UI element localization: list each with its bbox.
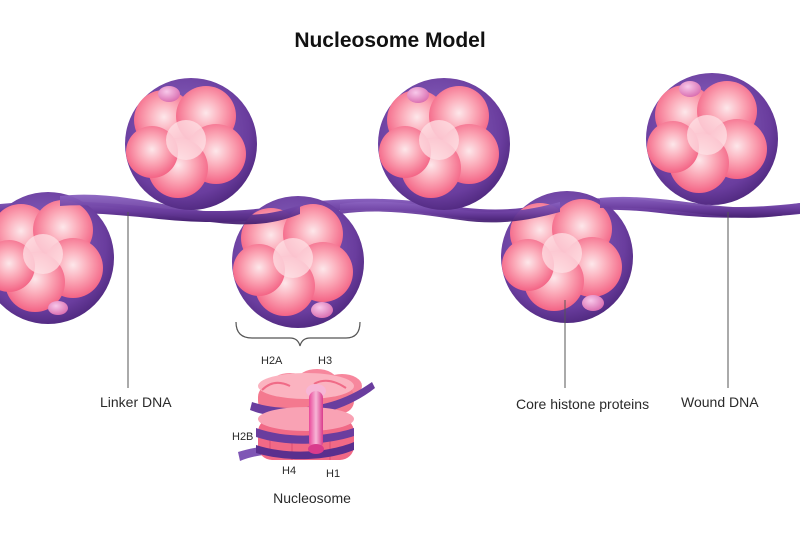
h4-label: H4 <box>282 465 296 477</box>
dna-strand-front <box>60 194 800 225</box>
h3-label: H3 <box>318 355 332 367</box>
nucleosome-bead-upper-center <box>378 78 510 210</box>
nucleosome-label: Nucleosome <box>273 490 351 506</box>
h1-label: H1 <box>326 468 340 480</box>
core-histone-proteins-label: Core histone proteins <box>516 396 649 412</box>
nucleosome-bead-lower-right <box>501 191 633 323</box>
h2b-label: H2B <box>232 431 253 443</box>
nucleosome-bead-upper-right <box>646 73 778 205</box>
h2a-label: H2A <box>261 355 283 367</box>
brace <box>235 321 361 347</box>
nucleosome-bead-upper-left <box>125 78 257 210</box>
linker-dna-label: Linker DNA <box>100 394 172 410</box>
diagram-title: Nucleosome Model <box>294 29 485 52</box>
nucleosome-closeup-icon <box>238 369 375 461</box>
wound-dna-label: Wound DNA <box>681 394 759 410</box>
nucleosome-bead-lower-center <box>232 196 364 328</box>
nucleosome-bead-left <box>0 192 114 324</box>
